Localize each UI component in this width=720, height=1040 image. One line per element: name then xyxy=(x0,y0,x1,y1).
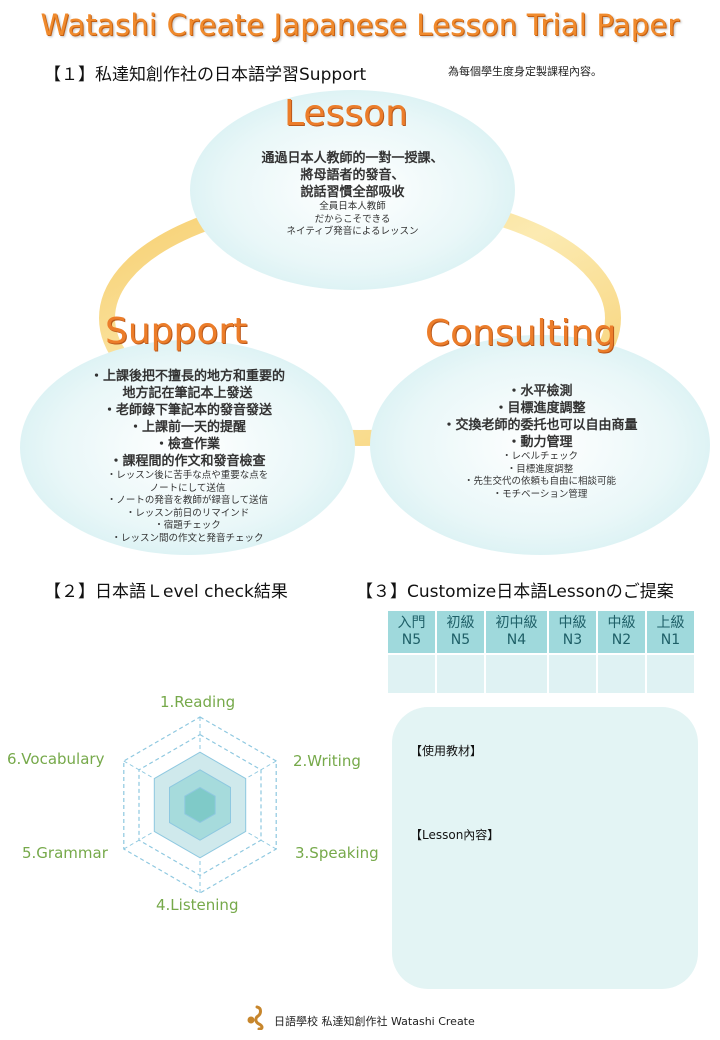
level-bottom: N1 xyxy=(660,632,681,648)
radar-label-speaking: 3.Speaking xyxy=(295,844,379,862)
level-bottom: N4 xyxy=(506,632,527,648)
support-bold-4: ・上課前一天的提醒 xyxy=(128,420,246,435)
consulting-small-4: ・モチベーション管理 xyxy=(492,488,588,500)
level-top: 中級 xyxy=(558,615,587,631)
lesson-bold-2: 將母語者的發音、 xyxy=(300,168,405,183)
school-logo-icon xyxy=(247,1005,264,1030)
consulting-label: Consulting xyxy=(425,313,617,354)
lesson-small-1: 全員日本人教師 xyxy=(319,201,386,212)
support-small-3: ・ノートの発音を教師が録音して送信 xyxy=(106,495,269,506)
level-bottom: N3 xyxy=(562,632,583,648)
level-bottom: N5 xyxy=(401,632,422,648)
radar-fill xyxy=(153,751,247,859)
level-mark-cell-3[interactable] xyxy=(484,653,549,695)
support-bold-5: ・檢查作業 xyxy=(154,437,220,452)
level-bottom: N2 xyxy=(611,632,632,648)
consulting-bold-4: ・動力管理 xyxy=(507,435,573,450)
consulting-bubble xyxy=(370,335,710,555)
consulting-content: ・水平檢測 ・目標進度調整 ・交換老師的委托也可以自由商量 ・動力管理 ・レベル… xyxy=(370,383,710,501)
level-bottom: N5 xyxy=(450,632,471,648)
page-title: Watashi Create Japanese Lesson Trial Pap… xyxy=(40,8,680,42)
level-top: 初中級 xyxy=(495,615,538,631)
level-mark-cell-6[interactable] xyxy=(645,653,696,695)
proposal-panel xyxy=(392,707,698,989)
lesson-label: Lesson xyxy=(284,93,408,134)
support-bold-2: 地方記在筆記本上發送 xyxy=(122,386,253,401)
support-content: ・上課後把不擅長的地方和重要的 地方記在筆記本上發送 ・老師錄下筆記本的發音發送… xyxy=(20,368,355,545)
section1-note: 為每個學生度身定製課程內容。 xyxy=(448,65,602,78)
radar-chart xyxy=(123,716,277,894)
lesson-bubble xyxy=(190,90,515,290)
consulting-small-1: ・レベルチェック xyxy=(501,451,578,462)
support-bold-6: ・課程間的作文和發音檢查 xyxy=(109,454,266,469)
section1-heading: 【１】私達知創作社の日本語学習Support xyxy=(44,65,367,85)
radar-label-grammar: 5.Grammar xyxy=(22,844,108,862)
level-mark-cell-4[interactable] xyxy=(547,653,598,695)
level-mark-cell-1[interactable] xyxy=(386,653,437,695)
support-small-5: ・宿題チェック xyxy=(154,520,221,531)
lesson-small-2: だからこそできる xyxy=(314,213,391,225)
level-top: 上級 xyxy=(656,615,685,631)
consulting-small-3: ・先生交代の依頼も自由に相談可能 xyxy=(463,476,616,487)
consulting-bold-2: ・目標進度調整 xyxy=(494,401,586,416)
level-top: 入門 xyxy=(397,615,426,631)
lesson-small-3: ネイティブ発音によるレッスン xyxy=(286,226,419,237)
support-label: Support xyxy=(105,311,248,352)
radar-label-vocabulary: 6.Vocabulary xyxy=(7,750,105,768)
lesson-content: 通過日本人教師的一對一授課、 將母語者的發音、 說話習慣全部吸收 全員日本人教師… xyxy=(190,150,515,239)
level-top: 中級 xyxy=(607,615,636,631)
radar-grid-ring-1 xyxy=(123,716,277,894)
section3-heading: 【３】Customize日本語Lessonのご提案 xyxy=(356,582,674,602)
lesson-content-label: 【Lesson內容】 xyxy=(410,828,500,842)
section2-heading: 【２】日本語Ｌevel check結果 xyxy=(44,582,288,602)
consulting-small-2: ・目標進度調整 xyxy=(506,463,574,475)
level-mark-row xyxy=(386,653,696,695)
support-small-6: ・レッスン間の作文と発音チェック xyxy=(111,532,264,544)
lesson-bold-1: 通過日本人教師的一對一授課、 xyxy=(261,151,444,166)
support-small-2: ノートにして送信 xyxy=(149,482,226,494)
support-bubble xyxy=(20,340,355,555)
footer-text: 日語學校 私達知創作社 Watashi Create xyxy=(274,1015,475,1028)
level-mark-cell-2[interactable] xyxy=(435,653,486,695)
radar-label-reading: 1.Reading xyxy=(160,693,236,711)
radar-label-listening: 4.Listening xyxy=(156,896,239,914)
support-bold-1: ・上課後把不擅長的地方和重要的 xyxy=(89,369,285,384)
lesson-bold-3: 說話習慣全部吸收 xyxy=(300,185,405,200)
radar-fill-ring-3 xyxy=(184,786,216,824)
radar-label-writing: 2.Writing xyxy=(293,752,361,770)
level-mark-cell-5[interactable] xyxy=(596,653,647,695)
support-small-4: ・レッスン前日のリマインド xyxy=(125,507,250,519)
consulting-bold-1: ・水平檢測 xyxy=(507,384,573,399)
level-top: 初級 xyxy=(446,615,475,631)
support-small-1: ・レッスン後に苦手な点や重要な点を xyxy=(106,470,269,481)
materials-label: 【使用教材】 xyxy=(410,744,483,758)
consulting-bold-3: ・交換老師的委托也可以自由商量 xyxy=(442,418,638,433)
support-bold-3: ・老師錄下筆記本的發音發送 xyxy=(102,403,272,418)
